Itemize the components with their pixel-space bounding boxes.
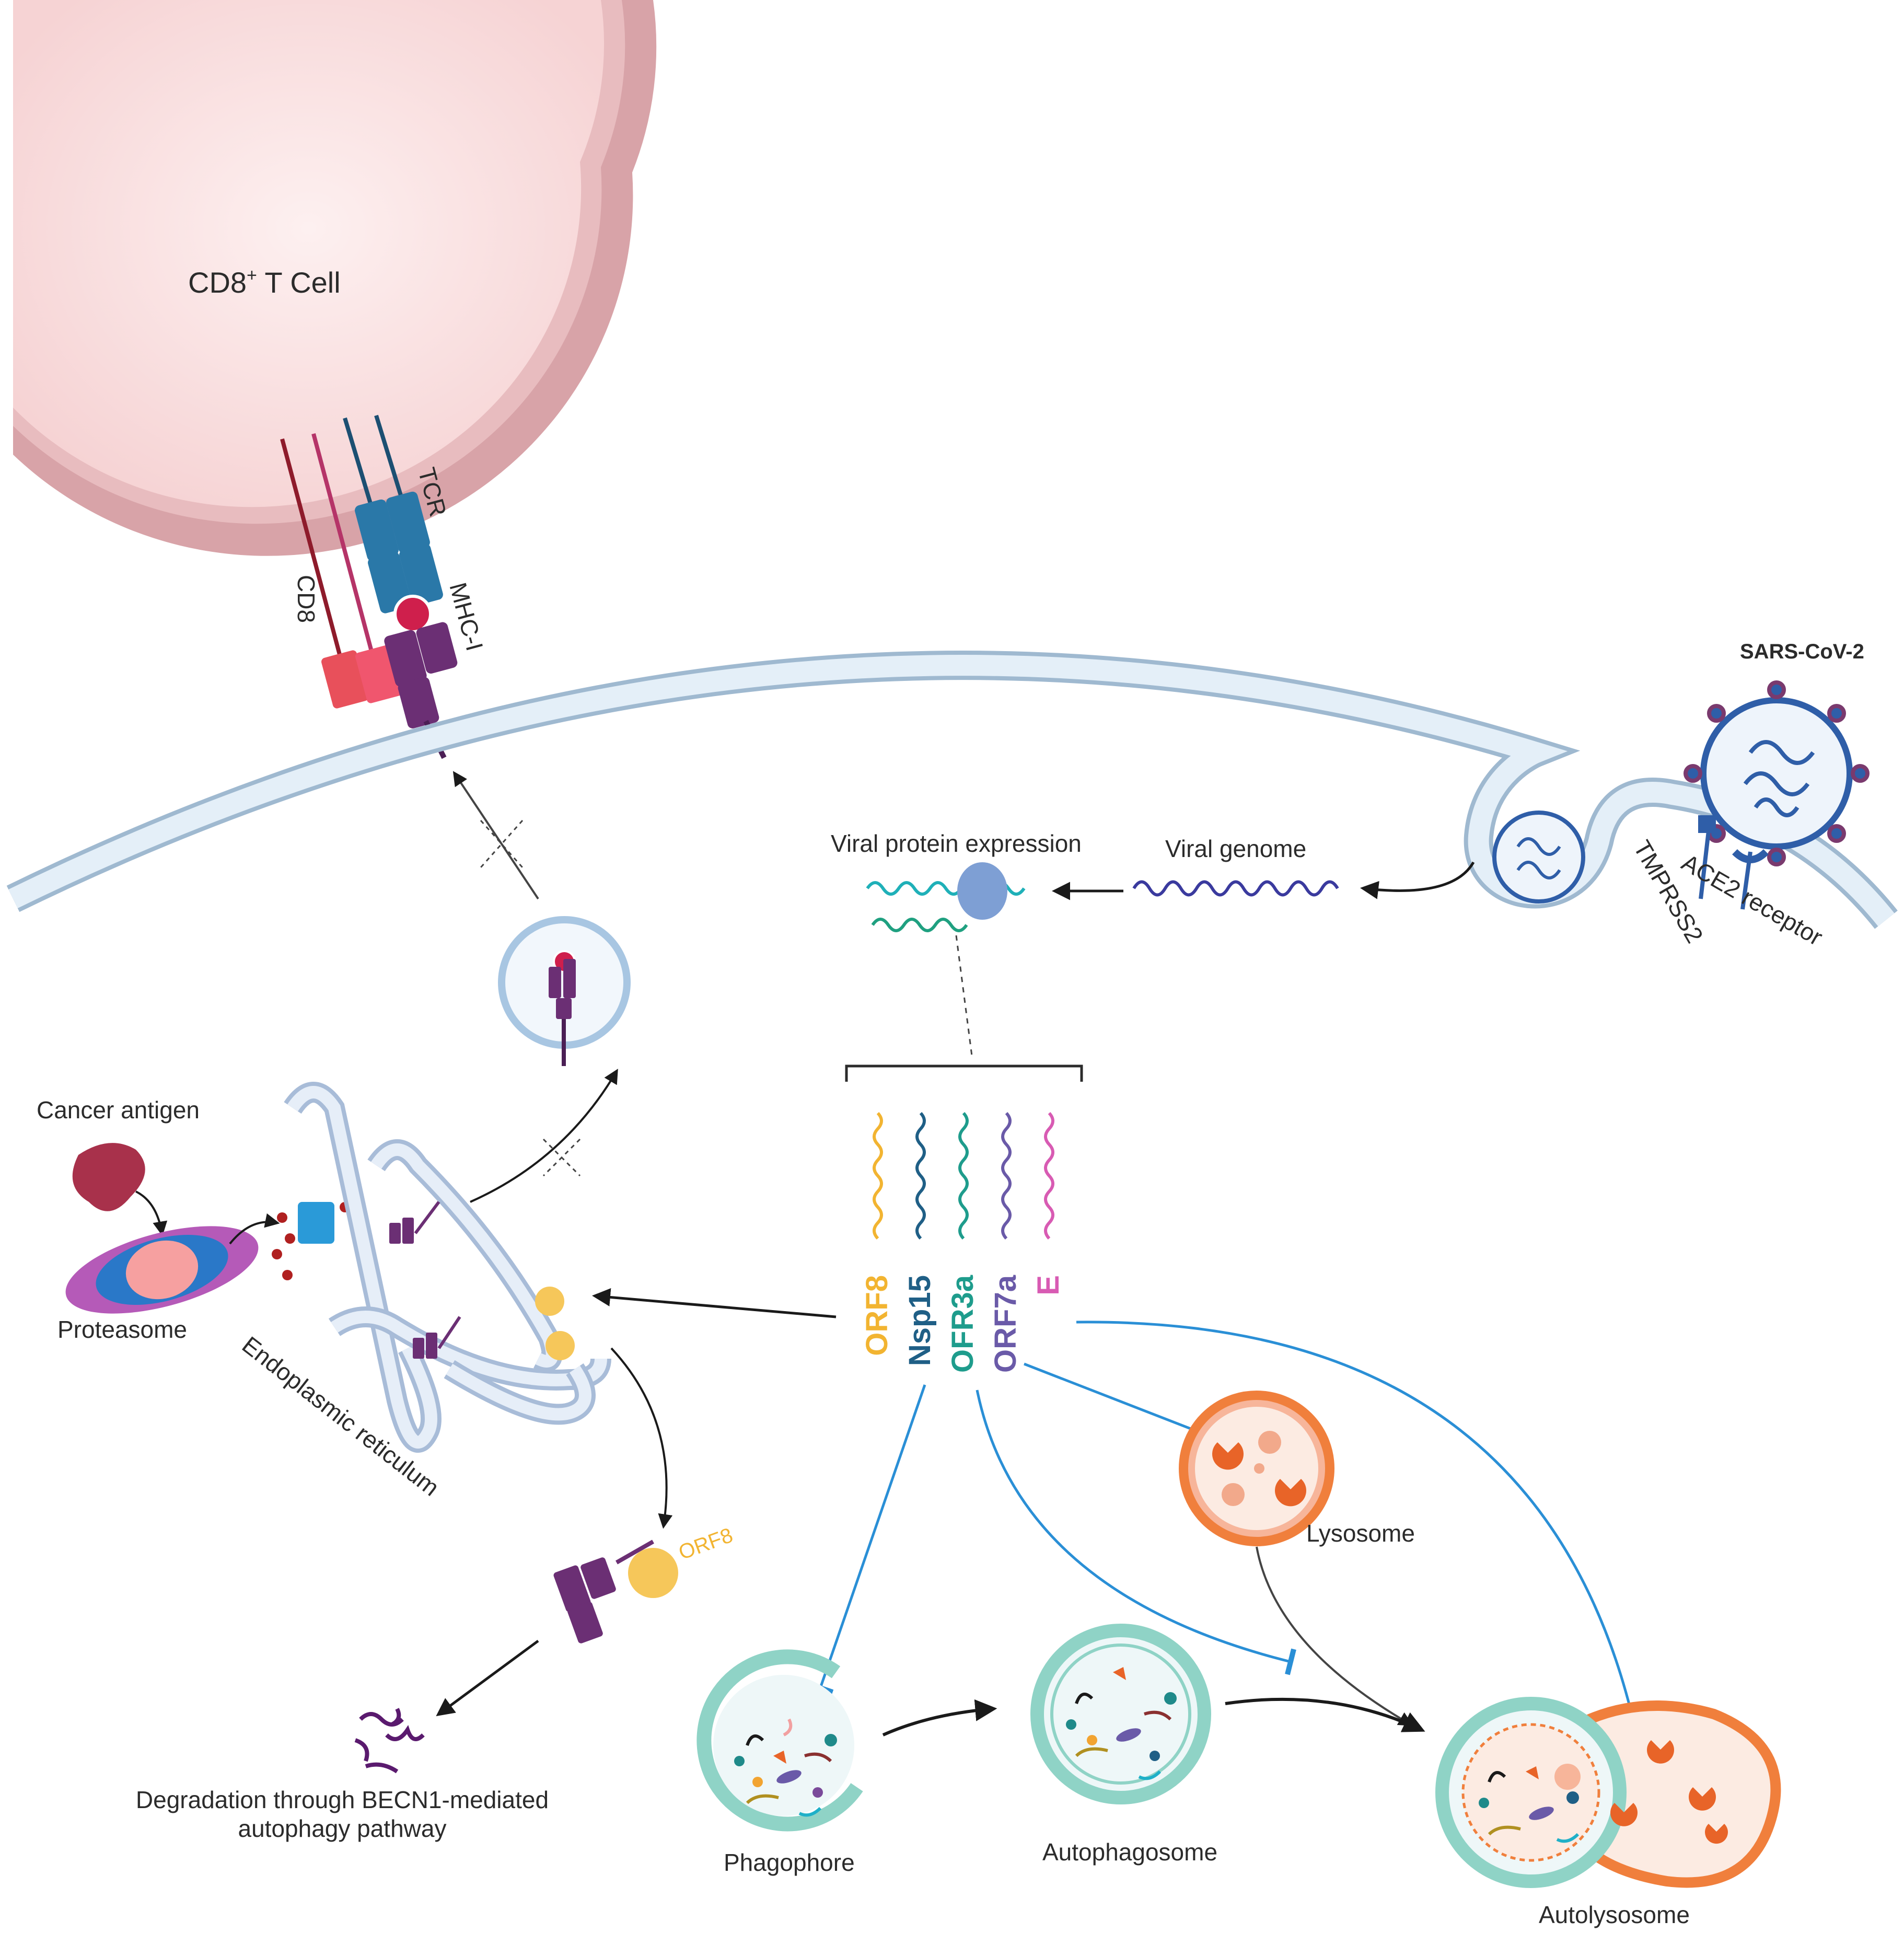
viral-genome: Viral genome (1052, 835, 1475, 900)
lysosome-label: Lysosome (1306, 1520, 1415, 1547)
mhc-domain-2 (416, 622, 458, 674)
t-cell: CD8+ T Cell (13, 0, 657, 556)
autophagosome: Autophagosome (1030, 1624, 1425, 1866)
t-cell-label: CD8 (188, 266, 247, 299)
blocked-marker-2 (542, 1138, 581, 1177)
protein-label-ofr3a: OFR3a (946, 1275, 980, 1373)
orf8-bound-icon (628, 1548, 678, 1598)
orf8-in-er-1 (535, 1287, 564, 1316)
lysosome: Lysosome (1179, 1391, 1415, 1726)
mhc-domain-1 (384, 630, 427, 687)
protein-rna-ofr3a (958, 1112, 969, 1240)
orf3a-inhibits-fusion (976, 1390, 1296, 1675)
cancer-antigen-label: Cancer antigen (37, 1096, 200, 1124)
virus-label: SARS-CoV-2 (1740, 640, 1864, 663)
svg-text:CD8+ T Cell: CD8+ T Cell (188, 265, 341, 299)
autophagosome-cargo (1066, 1667, 1177, 1780)
inhibition-lines (807, 1321, 1649, 1735)
blocked-marker-1 (480, 820, 524, 868)
autophagosome-label: Autophagosome (1042, 1838, 1217, 1866)
degradation-label-2: autophagy pathway (238, 1815, 447, 1842)
protein-label-orf7a: ORF7a (989, 1275, 1023, 1373)
cell-membrane (6, 651, 1898, 929)
protein-rna-nsp15 (915, 1112, 926, 1240)
cd8-domain-1 (321, 650, 368, 709)
protein-rna-orf7a (1001, 1112, 1012, 1240)
orf8-to-er-arrow (592, 1288, 837, 1318)
proteasome-icon (65, 1226, 259, 1314)
protein-group-bracket (845, 1064, 1083, 1082)
phagophore: Phagophore (696, 1649, 997, 1876)
antigen-peptide (393, 595, 432, 633)
viral-protein-list: ORF8 Nsp15 OFR3a ORF7a E (860, 1112, 1065, 1373)
cd8-label: CD8 (293, 575, 320, 623)
t-cell-label-sup: + (247, 265, 257, 285)
degraded-protein-icon (354, 1708, 425, 1774)
e-inhibits-autolysosome (1076, 1321, 1649, 1735)
orf8-in-er-2 (545, 1331, 575, 1360)
endocytosed-virus (1492, 811, 1585, 904)
protein-rna-orf8 (873, 1112, 883, 1240)
t-cell-label-rest: T Cell (257, 266, 341, 299)
orf8-bound-label: ORF8 (676, 1524, 736, 1565)
phagophore-cargo (734, 1718, 837, 1817)
protein-label-orf8: ORF8 (860, 1275, 894, 1356)
protein-rna-e (1044, 1112, 1054, 1240)
orf7a-inhibits-lysosome (1024, 1362, 1220, 1451)
ace2-receptor (1732, 849, 1769, 863)
receptor-complex: CD8 TCR MHC-I (280, 414, 489, 759)
lysosomal-enzymes (1610, 1740, 1728, 1844)
mhc-domain-3 (398, 677, 439, 728)
viral-protein-label: Viral protein expression (831, 830, 1082, 857)
cd8-stalk-2 (311, 433, 378, 670)
protein-label-e: E (1031, 1275, 1065, 1295)
endoplasmic-reticulum: Endoplasmic reticulum (237, 1069, 618, 1501)
tcr-domain-4 (399, 543, 443, 606)
autolysosome-label: Autolysosome (1539, 1901, 1690, 1928)
nsp15-inhibits-phagophore (807, 1384, 926, 1695)
phagophore-label: Phagophore (724, 1849, 855, 1876)
ribosome-icon (957, 862, 1007, 920)
tap-transporter-icon (272, 1202, 350, 1280)
tcr-domain-2 (386, 491, 430, 553)
tcr-domain-3 (368, 551, 412, 614)
autolysosome: Autolysosome (1435, 1697, 1781, 1928)
viral-genome-label: Viral genome (1165, 835, 1306, 862)
er-mhc-1 (389, 1201, 440, 1244)
tmprss2-receptor (1698, 815, 1716, 833)
cd8-stalk-1 (280, 438, 347, 675)
viral-protein-expression: Viral protein expression (831, 830, 1083, 1082)
proteasome-label: Proteasome (57, 1316, 187, 1343)
mhc-vesicle (452, 771, 631, 1066)
orf8-mhc-degradation: ORF8 Degradation through BECN1-mediated … (136, 1347, 736, 1842)
protein-label-nsp15: Nsp15 (903, 1275, 937, 1366)
er-mhc-2 (413, 1316, 461, 1359)
autolysosome-cargo (1479, 1764, 1581, 1843)
tcr-domain-1 (355, 499, 399, 561)
cancer-antigen-icon (72, 1143, 145, 1211)
antigen-processing: Cancer antigen Proteasome (37, 1096, 350, 1343)
degradation-label-1: Degradation through BECN1-mediated (136, 1786, 549, 1813)
